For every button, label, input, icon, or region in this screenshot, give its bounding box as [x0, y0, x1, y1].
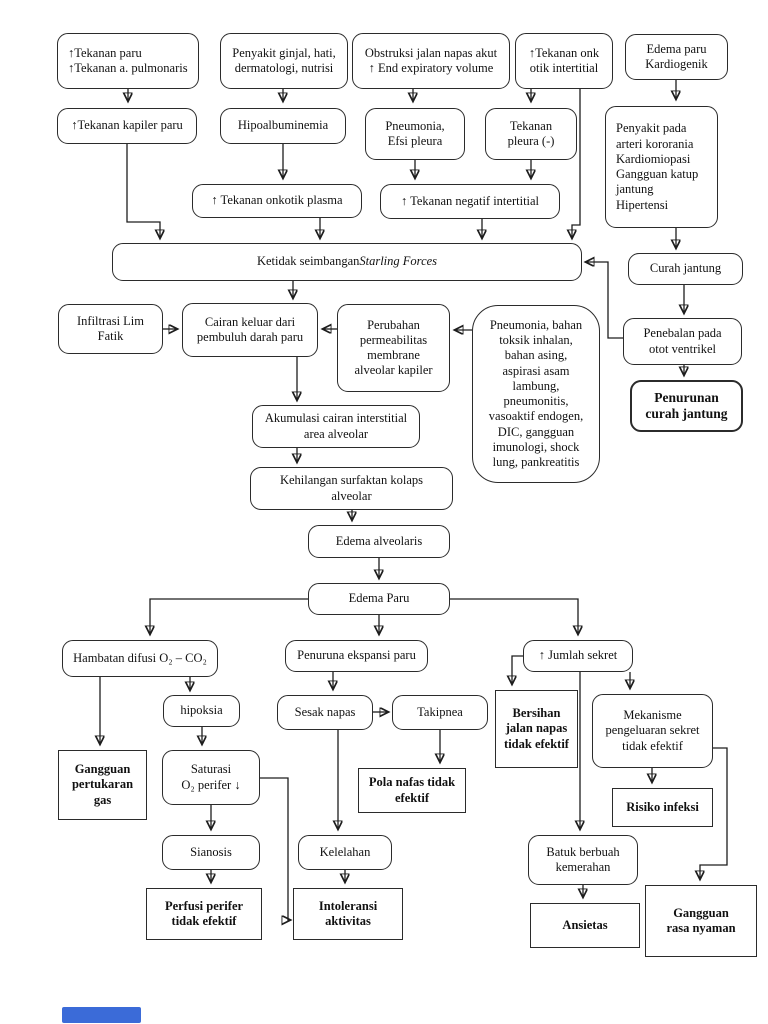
node-penurunan-curah-jantung: Penurunan curah jantung [630, 380, 743, 432]
node-penurunan-ekspansi-paru: Penuruna ekspansi paru [285, 640, 428, 672]
node-starling-forces: Ketidak seimbangan Starling Forces [112, 243, 582, 281]
node-tekanan-negatif-intertitial: ↑ Tekanan negatif intertitial [380, 184, 560, 219]
node-perfusi-perifer-tidak-efektif: Perfusi perifer tidak efektif [146, 888, 262, 940]
node-gangguan-pertukaran-gas: Gangguan pertukaran gas [58, 750, 147, 820]
connector-jumlah-bersihan [512, 655, 523, 684]
node-edema-paru: Edema Paru [308, 583, 450, 615]
node-hipoalbuminemia: Hipoalbuminemia [220, 108, 346, 144]
node-kehilangan-surfaktan: Kehilangan surfaktan kolaps alveolar [250, 467, 453, 510]
node-jumlah-sekret: ↑ Jumlah sekret [523, 640, 633, 672]
selection-highlight [62, 1007, 141, 1023]
node-penebalan-otot-ventrikel: Penebalan pada otot ventrikel [623, 318, 742, 365]
node-takipnea: Takipnea [392, 695, 488, 730]
node-pola-nafas-tidak-efektif: Pola nafas tidak efektif [358, 768, 466, 813]
node-obstruksi-jalan-napas: Obstruksi jalan napas akut ↑ End expirat… [352, 33, 510, 89]
node-pneumonia-efsi-pleura: Pneumonia, Efsi pleura [365, 108, 465, 160]
connector-a4-starling [572, 89, 581, 238]
node-risiko-infeksi: Risiko infeksi [612, 788, 713, 827]
node-intoleransi-aktivitas: Intoleransi aktivitas [293, 888, 403, 940]
node-perubahan-permeabilitas: Perubahan permeabilitas membrane alveola… [337, 304, 450, 392]
node-hambatan-difusi: Hambatan difusi O₂ – CO₂ [62, 640, 218, 677]
node-mekanisme-pengeluaran-sekret: Mekanisme pengeluaran sekret tidak efekt… [592, 694, 713, 768]
node-tekanan-kapiler-paru: ↑Tekanan kapiler paru [57, 108, 197, 144]
connector-penebalan-starling [586, 262, 623, 339]
starling-prefix: Ketidak seimbangan [256, 254, 360, 269]
connector-mekanisme-gangguannyaman [700, 747, 728, 879]
node-ansietas: Ansietas [530, 903, 640, 948]
connector-b1-starling [126, 144, 160, 238]
connector-edemaparu-hambatan [150, 598, 308, 634]
starling-italic: Starling Forces [359, 254, 438, 269]
node-sesak-napas: Sesak napas [277, 695, 373, 730]
node-gangguan-rasa-nyaman: Gangguan rasa nyaman [645, 885, 757, 957]
node-penyakit-ginjal: Penyakit ginjal, hati, dermatologi, nutr… [220, 33, 348, 89]
node-akumulasi-cairan: Akumulasi cairan interstitial area alveo… [252, 405, 420, 448]
node-bersihan-jalan-napas: Bersihan jalan napas tidak efektif [495, 690, 578, 768]
connector-saturasi-intoleransi [260, 777, 290, 920]
node-saturasi-o2-perifer: Saturasi O₂ perifer ↓ [162, 750, 260, 805]
node-curah-jantung: Curah jantung [628, 253, 743, 285]
node-infiltrasi-limfatik: Infiltrasi Lim Fatik [58, 304, 163, 354]
node-etiologi-list: Pneumonia, bahan toksik inhalan, bahan a… [472, 305, 600, 483]
node-tekanan-onkotik-plasma: ↑ Tekanan onkotik plasma [192, 184, 362, 218]
connector-edemaparu-jumlah [450, 598, 578, 634]
node-cairan-keluar: Cairan keluar dari pembuluh darah paru [182, 303, 318, 357]
node-hipoksia: hipoksia [163, 695, 240, 727]
node-edema-alveolaris: Edema alveolaris [308, 525, 450, 558]
node-tekanan-paru: ↑Tekanan paru ↑Tekanan a. pulmonaris [57, 33, 199, 89]
node-edema-paru-kardiogenik: Edema paru Kardiogenik [625, 34, 728, 80]
node-sianosis: Sianosis [162, 835, 260, 870]
node-tekanan-pleura-negatif: Tekanan pleura (-) [485, 108, 577, 160]
node-penyakit-arteri-koronaria: Penyakit pada arteri kororania Kardiomio… [605, 106, 718, 228]
node-batuk-berbuah-kemerahan: Batuk berbuah kemerahan [528, 835, 638, 885]
node-tekanan-onkotik-intertitial: ↑Tekanan onk otik intertitial [515, 33, 613, 89]
node-kelelahan: Kelelahan [298, 835, 392, 870]
